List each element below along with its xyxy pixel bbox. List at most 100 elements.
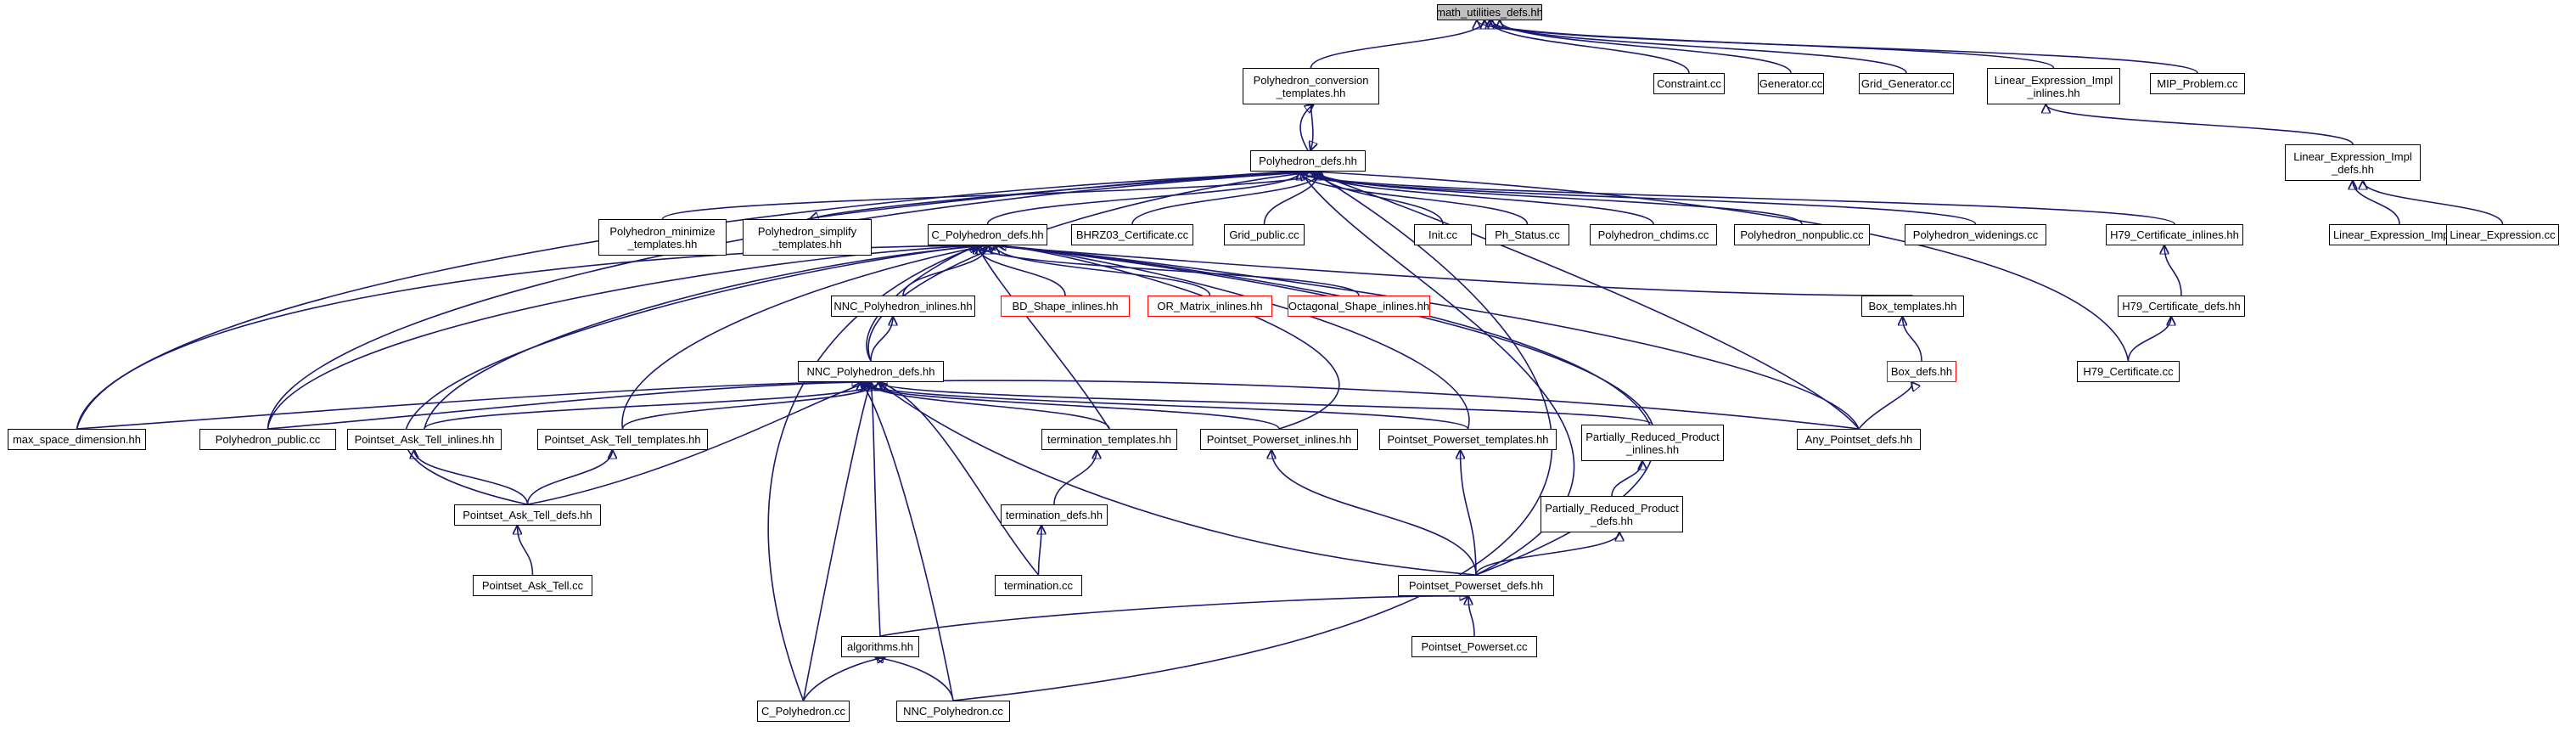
- graph-node-cpdefs[interactable]: C_Polyhedron_defs.hh: [928, 224, 1047, 245]
- edge-ormatrix-to-cpdefs: [996, 245, 1211, 296]
- graph-node-boxdefs[interactable]: Box_defs.hh: [1887, 361, 1956, 382]
- graph-node-init[interactable]: Init.cc: [1414, 224, 1472, 245]
- graph-node-ppinl[interactable]: Pointset_Powerset_inlines.hh: [1200, 429, 1358, 450]
- graph-node-phstat[interactable]: Ph_Status.cc: [1485, 224, 1569, 245]
- edge-algo-to-ppdefs: [879, 596, 1468, 637]
- graph-node-patdefs[interactable]: Pointset_Ask_Tell_defs.hh: [454, 504, 601, 526]
- graph-node-patcc[interactable]: Pointset_Ask_Tell.cc: [473, 575, 592, 596]
- edge-pptpl-to-cpdefs: [998, 245, 1470, 430]
- graph-node-nncinl[interactable]: NNC_Polyhedron_inlines.hh: [831, 296, 975, 317]
- graph-node-anyps[interactable]: Any_Pointset_defs.hh: [1797, 429, 1921, 450]
- graph-node-psimp[interactable]: Polyhedron_simplify _templates.hh: [743, 219, 872, 256]
- graph-node-leinl[interactable]: Linear_Expression_Impl _inlines.hh: [1987, 68, 2120, 104]
- edge-pdefs-to-pconv: [1299, 104, 1313, 151]
- edge-h79cc-to-pdefs: [1310, 172, 2130, 362]
- graph-node-pdefs[interactable]: Polyhedron_defs.hh: [1250, 150, 1366, 172]
- graph-node-bdshape[interactable]: BD_Shape_inlines.hh: [1001, 296, 1130, 317]
- edge-termcc-to-nncdefs: [878, 382, 1040, 576]
- edge-nnccc-to-nncdefs: [861, 382, 954, 701]
- edge-h79inl-to-pdefs: [1300, 172, 2175, 225]
- edge-patcc-to-patdefs: [518, 526, 534, 576]
- edge-pdefs-to-psimp: [810, 171, 1309, 219]
- edge-cpcc-to-nncdefs: [802, 382, 872, 701]
- graph-node-pnonpub[interactable]: Polyhedron_nonpublic.cc: [1734, 224, 1870, 245]
- graph-node-leimpl[interactable]: Linear_Expression_Impl.cc: [2329, 224, 2470, 245]
- edge-lexpr-to-ledefs: [2363, 181, 2504, 225]
- edge-patinl-to-cpdefs: [424, 245, 988, 430]
- graph-node-pconv[interactable]: Polyhedron_conversion _templates.hh: [1243, 68, 1379, 104]
- edge-leimpl-to-ledefs: [2353, 181, 2400, 225]
- edge-pchdims-to-pdefs: [1318, 172, 1654, 225]
- graph-node-ppcc[interactable]: Pointset_Powerset.cc: [1411, 636, 1537, 657]
- edge-ppub-to-nncdefs: [267, 382, 872, 430]
- graph-node-pmin[interactable]: Polyhedron_minimize _templates.hh: [598, 219, 727, 256]
- edge-boxtpl-to-cpdefs: [988, 245, 1913, 296]
- graph-node-patinl[interactable]: Pointset_Ask_Tell_inlines.hh: [347, 429, 502, 450]
- graph-node-pattpl[interactable]: Pointset_Ask_Tell_templates.hh: [537, 429, 708, 450]
- graph-node-cpcc[interactable]: C_Polyhedron.cc: [757, 701, 850, 722]
- graph-node-prpdefs[interactable]: Partially_Reduced_Product _defs.hh: [1541, 496, 1683, 532]
- edge-ppinl-to-cpdefs: [998, 245, 1340, 430]
- graph-node-pwiden[interactable]: Polyhedron_widenings.cc: [1905, 224, 2046, 245]
- graph-node-termcc[interactable]: termination.cc: [995, 575, 1082, 596]
- graph-node-h79cc[interactable]: H79_Certificate.cc: [2077, 361, 2180, 382]
- edge-pconv-to-pdefs: [1310, 104, 1313, 150]
- graph-node-constraint[interactable]: Constraint.cc: [1653, 73, 1725, 94]
- edge-cpdefs-to-pdefs: [986, 172, 1301, 225]
- graph-node-gridgen[interactable]: Grid_Generator.cc: [1859, 73, 1954, 94]
- graph-node-pchdims[interactable]: Polyhedron_chdims.cc: [1590, 224, 1717, 245]
- graph-node-pptpl[interactable]: Pointset_Powerset_templates.hh: [1379, 429, 1557, 450]
- edge-maxsd-to-cpdefs: [76, 245, 998, 430]
- graph-node-bhrz[interactable]: BHRZ03_Certificate.cc: [1071, 224, 1193, 245]
- edge-patinl-to-nncdefs: [424, 381, 878, 430]
- edge-anyps-to-boxdefs: [1858, 382, 1912, 430]
- graph-node-prpinl[interactable]: Partially_Reduced_Product _inlines.hh: [1581, 425, 1724, 461]
- edge-termtpl-to-cpdefs: [978, 245, 1110, 430]
- edge-cpcc-to-algo: [802, 657, 886, 701]
- edge-octa-to-cpdefs: [980, 245, 1360, 296]
- edge-anyps-to-pdefs: [1310, 172, 1860, 430]
- edge-generator-to-math: [1500, 20, 1792, 74]
- graph-node-nnccc[interactable]: NNC_Polyhedron.cc: [896, 701, 1010, 722]
- edge-nnccc-to-pdefs: [952, 172, 1553, 701]
- graph-node-boxtpl[interactable]: Box_templates.hh: [1861, 296, 1964, 317]
- edge-patdefs-to-nncdefs: [527, 382, 869, 505]
- edge-h79defs-to-h79inl: [2164, 245, 2182, 296]
- edge-h79cc-to-h79defs: [2127, 317, 2172, 362]
- edge-anyps-to-cpdefs: [998, 245, 1860, 430]
- edge-ppinl-to-nncdefs: [861, 382, 1280, 430]
- edge-prpinl-to-nncdefs: [878, 382, 1653, 425]
- graph-node-h79inl[interactable]: H79_Certificate_inlines.hh: [2106, 224, 2243, 245]
- edge-ppub-to-pdefs: [267, 172, 1322, 430]
- graph-node-ormatrix[interactable]: OR_Matrix_inlines.hh: [1148, 296, 1272, 317]
- edge-nncdefs-to-nncinl: [870, 317, 893, 362]
- graph-node-math: math_utilities_defs.hh: [1436, 4, 1543, 20]
- edge-ledefs-to-leinl: [2046, 104, 2354, 145]
- graph-node-ledefs[interactable]: Linear_Expression_Impl _defs.hh: [2285, 144, 2421, 181]
- graph-node-nncdefs[interactable]: NNC_Polyhedron_defs.hh: [798, 361, 944, 382]
- graph-node-gridpub[interactable]: Grid_public.cc: [1224, 224, 1305, 245]
- graph-node-lexpr[interactable]: Linear_Expression.cc: [2446, 224, 2559, 245]
- graph-node-termdefs[interactable]: termination_defs.hh: [1001, 504, 1108, 526]
- graph-node-ppub[interactable]: Polyhedron_public.cc: [199, 429, 336, 450]
- edge-mip-to-math: [1477, 20, 2198, 74]
- edge-ppcc-to-ppdefs: [1468, 596, 1475, 637]
- edge-ppdefs-to-prpdefs: [1475, 532, 1619, 576]
- graph-node-maxsd[interactable]: max_space_dimension.hh: [8, 429, 146, 450]
- graph-node-algo[interactable]: algorithms.hh: [841, 636, 919, 657]
- graph-node-generator[interactable]: Generator.cc: [1758, 73, 1824, 94]
- graph-node-termtpl[interactable]: termination_templates.hh: [1041, 429, 1177, 450]
- graph-node-h79defs[interactable]: H79_Certificate_defs.hh: [2118, 296, 2245, 317]
- edge-psimp-to-pdefs: [806, 172, 1310, 220]
- graph-node-ppdefs[interactable]: Pointset_Powerset_defs.hh: [1398, 575, 1554, 596]
- edge-cpcc-to-cpdefs: [767, 245, 979, 701]
- edge-patdefs-to-cpdefs: [404, 245, 978, 505]
- edge-pmin-to-pdefs: [661, 171, 1322, 220]
- edge-termdefs-to-termtpl: [1053, 450, 1097, 505]
- graph-node-mip[interactable]: MIP_Problem.cc: [2150, 73, 2245, 94]
- edge-algo-to-nncdefs: [871, 382, 881, 637]
- graph-node-octa[interactable]: Octagonal_Shape_inlines.hh: [1288, 296, 1430, 317]
- edge-pptpl-to-nncdefs: [861, 381, 1469, 430]
